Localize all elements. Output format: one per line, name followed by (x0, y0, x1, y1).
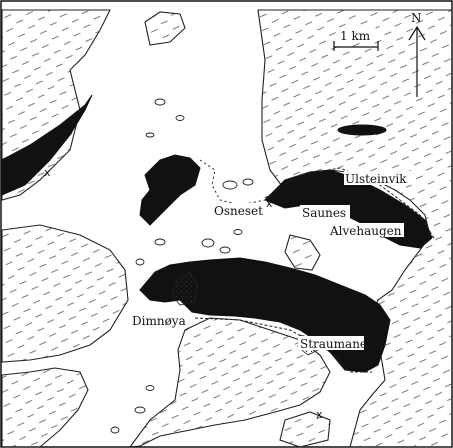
label-bg-dimnoya (130, 313, 190, 327)
land-south-islet (279, 411, 331, 448)
label-bg-ulsteinvik (344, 171, 414, 185)
land-north-islet (144, 11, 186, 46)
shoreline-tick (264, 167, 436, 241)
label-alvehaugen: Alvehaugen (329, 224, 402, 238)
scale-label: 1 km (340, 29, 371, 43)
land-south (128, 317, 331, 448)
shoreline-tick-south (194, 317, 372, 373)
label-bg-alvehaugen (328, 223, 404, 237)
markers: x x x (44, 166, 323, 421)
scale-label-bg (338, 28, 376, 42)
north-arrow (408, 25, 426, 97)
marker-west: x (44, 166, 51, 179)
north-label: N (411, 11, 422, 25)
land-southwest (1, 367, 89, 448)
sand-patch (171, 271, 199, 306)
label-bg-straumane (298, 336, 364, 350)
label-saunes: Saunes (302, 206, 346, 220)
label-osneset: Osneset (214, 204, 263, 218)
marker-osneset: x (266, 197, 273, 210)
label-bg-osneset (213, 203, 263, 217)
land-central (284, 234, 321, 271)
land-layer (1, 9, 453, 448)
islets (110, 98, 254, 434)
marker-south: x (316, 408, 323, 421)
deposit-east-blob (337, 124, 387, 136)
land-west-lower (1, 224, 129, 363)
deposit-north-island (139, 154, 201, 226)
label-straumane: Straumane (300, 337, 367, 351)
deposit-west (1, 94, 93, 196)
scale-bar (333, 41, 379, 51)
label-bg-saunes (300, 205, 350, 219)
label-ulsteinvik: Ulsteinvik (345, 172, 407, 186)
label-dimnoya: Dimnøya (132, 314, 186, 328)
